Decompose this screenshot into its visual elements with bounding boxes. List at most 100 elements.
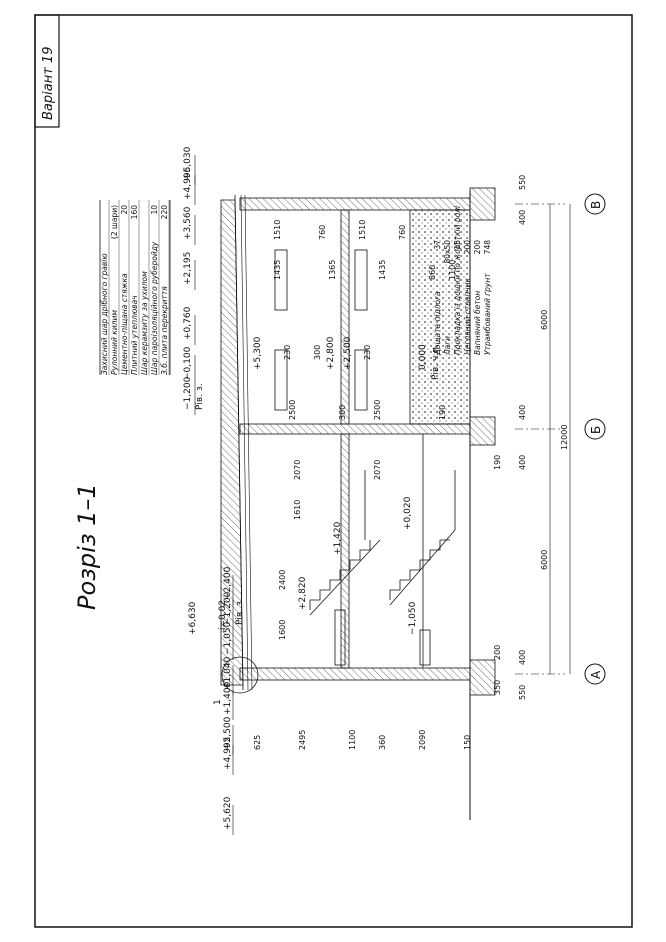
floor-slabs <box>340 209 471 669</box>
floor-layer-value: 37 <box>433 240 442 250</box>
dim-860: 860 <box>428 265 437 280</box>
dim-190: 190 <box>438 405 447 420</box>
axes: А Б В <box>515 193 606 685</box>
floor-layer-value: 15 <box>453 240 462 250</box>
left-mark: −1,050 <box>223 621 234 660</box>
svg-text:+2,500: +2,500 <box>223 716 233 750</box>
roof-layer-value: (2 шари) <box>110 205 119 239</box>
dim-6000-a: 6000 <box>540 550 549 570</box>
svg-text:+3,560: +3,560 <box>183 206 193 240</box>
dim-1510-a: 1510 <box>273 220 282 240</box>
floor-layer-name: Утрамбований ґрунт <box>483 273 492 355</box>
right-mark: +3,560 <box>183 206 196 245</box>
roof-layer-name: Шар керамзиту за ухилом <box>140 271 149 375</box>
svg-text:+0,760: +0,760 <box>183 306 193 340</box>
mark-ground-floor: Рів. ч.п. <box>431 344 441 380</box>
dimension-texts: 1435 1365 1435 860 1100 1510 760 1510 76… <box>253 220 472 750</box>
right-mark: +0,760 <box>183 306 196 345</box>
svg-text:Рів. з.: Рів. з. <box>195 383 205 410</box>
dim-1365: 1365 <box>328 260 337 280</box>
dim-200: 200 <box>493 645 502 660</box>
svg-text:+1,400: +1,400 <box>223 681 233 715</box>
floor-layer-value: 748 <box>483 240 492 255</box>
inner-marks: +5,300 +2,800 +2,500 0,000 Рів. ч.п. +6,… <box>188 336 441 705</box>
left-mark: −2,400 <box>223 566 234 605</box>
dim-1100-right: 1100 <box>448 260 457 280</box>
right-mark: +2,195 <box>183 252 196 290</box>
mark-6630: +6,630 <box>188 601 198 635</box>
left-mark: +5,620 <box>223 796 234 835</box>
axis-a: А <box>589 670 603 679</box>
svg-text:+2,195: +2,195 <box>183 252 193 285</box>
dim-2495: 2495 <box>298 730 307 750</box>
dim-2400: 2400 <box>278 570 287 590</box>
floor-layer-name: Прокладка із дошки по жорсткій ролі <box>453 205 462 355</box>
floor-layer-name: Цегляний стовпчик <box>463 278 472 355</box>
dim-1435-a: 1435 <box>273 260 282 280</box>
floor-layer-name: Лаги <box>443 336 452 356</box>
variant-box <box>34 14 60 128</box>
mark-2800: +2,800 <box>326 336 336 370</box>
right-mark: Рів. з. <box>195 383 205 410</box>
slope-label: i=0,02 <box>218 600 228 630</box>
sheet-frame <box>34 14 633 928</box>
left-mark: +2,500 <box>223 716 234 755</box>
dim-1610: 1610 <box>293 500 302 520</box>
dim-625: 625 <box>253 735 262 750</box>
dim-400-a: 400 <box>518 650 527 665</box>
roof-layer-name: Цементно-піщана стяжка <box>120 273 129 375</box>
svg-text:+4,995: +4,995 <box>223 737 233 770</box>
dim-2070-a: 2070 <box>293 460 302 480</box>
roof-layer-value: 160 <box>130 205 139 220</box>
dim-300-small: 300 <box>313 345 322 360</box>
dim-1600: 1600 <box>278 620 287 640</box>
roof-layer-name: З.б. плита перекриття <box>160 286 169 375</box>
floor-layer-name: Дощата підлога <box>433 291 442 356</box>
dim-2500-a: 2500 <box>288 400 297 420</box>
windows <box>274 249 431 666</box>
roof-layer-value: 220 <box>160 205 169 220</box>
svg-text:+1,040: +1,040 <box>223 656 233 690</box>
right-mark: −1,200 <box>183 376 196 415</box>
svg-text:−1,200: −1,200 <box>183 376 193 410</box>
svg-text:Рів. з.: Рів. з. <box>235 598 245 625</box>
dim-360: 360 <box>378 735 387 750</box>
roof-layer-name: Захисний шар дрібного гравію <box>100 253 109 375</box>
floor-layer-value: 80х50 <box>443 240 452 264</box>
mark-m1050: −1,050 <box>408 601 418 635</box>
axis-b: Б <box>589 426 603 434</box>
dim-1435-b: 1435 <box>378 260 387 280</box>
roof-layer-value: 20 <box>120 205 129 215</box>
floor-layer-name: Вапняний бетон <box>473 291 482 355</box>
node-circle <box>221 656 259 694</box>
left-marks: +5,620 +4,995+2,500+1,400+1,040−1,050−1,2… <box>223 566 245 835</box>
svg-text:−2,400: −2,400 <box>223 566 233 600</box>
dim-550-right: 550 <box>518 175 527 190</box>
mark-0020: +0,020 <box>403 496 413 530</box>
svg-text:−1,200: −1,200 <box>223 591 233 625</box>
right-marks: +6,030+4,995+3,560+2,195+0,760−0,100−1,2… <box>183 146 205 415</box>
stair <box>309 470 456 616</box>
left-mark: +1,040 <box>223 656 234 695</box>
node-label: 1 <box>213 699 223 705</box>
dim-300: 300 <box>338 405 347 420</box>
mark-1420: +1,420 <box>333 521 343 555</box>
right-mark: −0,100 <box>183 346 196 385</box>
dim-1100-left: 1100 <box>348 730 357 750</box>
left-mark: Рів. з. <box>235 598 245 625</box>
floor-layer-value: 200 <box>473 240 482 255</box>
roof-layer-name: Рулонний килим <box>110 310 119 375</box>
roof-layer-name: Плитний утеплювач <box>130 295 139 375</box>
svg-text:+6,030: +6,030 <box>183 146 193 180</box>
roof-slab <box>220 194 253 691</box>
dim-400-d: 400 <box>518 210 527 225</box>
roof-layer-value: 10 <box>150 205 159 215</box>
bottom-dimensions: 6000 6000 12000 550 550 400 400 400 400 … <box>493 175 571 700</box>
mark-5300: +5,300 <box>253 336 263 370</box>
floor-layer-value: 200 <box>463 240 472 255</box>
dim-400-b: 400 <box>518 455 527 470</box>
dim-350: 350 <box>493 680 502 695</box>
dim-1510-b: 1510 <box>358 220 367 240</box>
